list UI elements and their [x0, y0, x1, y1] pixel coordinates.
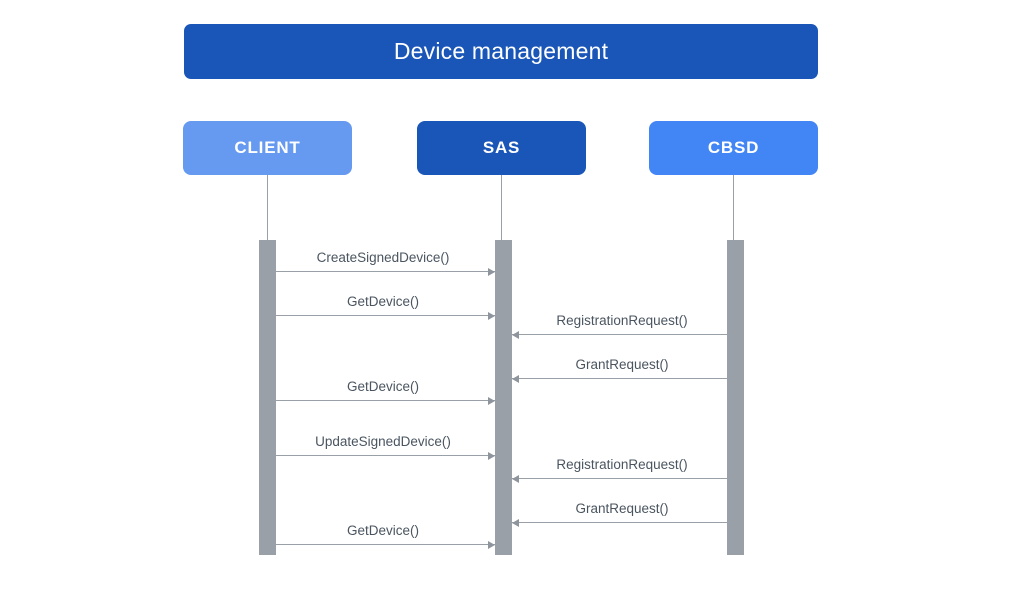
- message-line: [276, 315, 495, 316]
- message-line: [512, 378, 727, 379]
- message-arrowhead-right: [488, 396, 495, 405]
- participant-client[interactable]: CLIENT: [183, 121, 352, 175]
- message-arrowhead-right: [488, 311, 495, 320]
- message-arrowhead-left: [512, 330, 519, 339]
- message-label: GetDevice(): [346, 523, 420, 538]
- diagram-title: Device management: [184, 24, 818, 79]
- activation-bar-client: [259, 240, 276, 555]
- message-label: GrantRequest(): [575, 357, 669, 372]
- message-label: GetDevice(): [346, 379, 420, 394]
- activation-bar-cbsd: [727, 240, 744, 555]
- message-label: RegistrationRequest(): [556, 313, 688, 328]
- message-arrowhead-left: [512, 374, 519, 383]
- participant-label: CLIENT: [234, 138, 301, 157]
- message-label: RegistrationRequest(): [556, 457, 688, 472]
- message-label: CreateSignedDevice(): [316, 250, 450, 265]
- message-arrowhead-right: [488, 540, 495, 549]
- message-label: GetDevice(): [346, 294, 420, 309]
- participant-label: CBSD: [707, 138, 760, 157]
- message-line: [512, 478, 727, 479]
- message-arrowhead-left: [512, 474, 519, 483]
- message-line: [512, 334, 727, 335]
- message-line: [512, 522, 727, 523]
- message-line: [276, 271, 495, 272]
- participant-cbsd[interactable]: CBSD: [649, 121, 818, 175]
- message-line: [276, 544, 495, 545]
- participant-sas[interactable]: SAS: [417, 121, 586, 175]
- message-arrowhead-left: [512, 518, 519, 527]
- message-label: UpdateSignedDevice(): [315, 434, 451, 449]
- message-line: [276, 455, 495, 456]
- message-arrowhead-right: [488, 267, 495, 276]
- diagram-title-text: Device management: [393, 38, 609, 64]
- message-arrowhead-right: [488, 451, 495, 460]
- message-label: GrantRequest(): [575, 501, 669, 516]
- activation-bar-sas: [495, 240, 512, 555]
- message-line: [276, 400, 495, 401]
- participant-label: SAS: [482, 138, 521, 157]
